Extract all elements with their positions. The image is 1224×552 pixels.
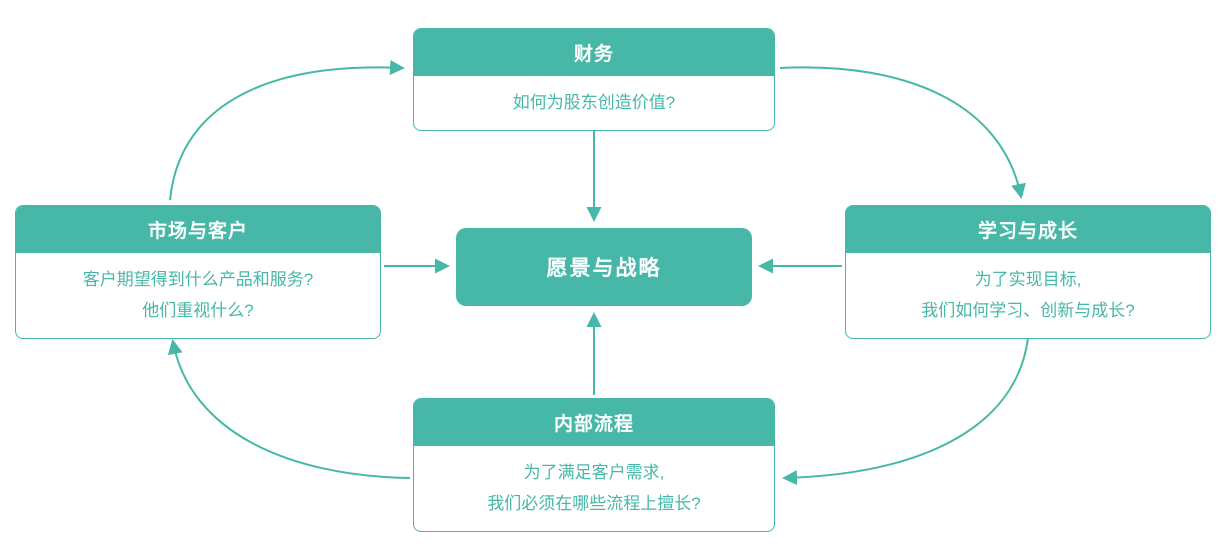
finance-title: 财务 <box>414 29 774 76</box>
market-customers-question: 客户期望得到什么产品和服务? 他们重视什么? <box>16 253 380 338</box>
learning-growth-node: 学习与成长 为了实现目标, 我们如何学习、创新与成长? <box>845 205 1211 339</box>
learning-growth-question: 为了实现目标, 我们如何学习、创新与成长? <box>846 253 1210 338</box>
vision-strategy-title: 愿景与战略 <box>546 257 662 280</box>
internal-process-node: 内部流程 为了满足客户需求, 我们必须在哪些流程上擅长? <box>413 398 775 532</box>
vision-strategy-node: 愿景与战略 <box>456 228 752 306</box>
internal-process-title: 内部流程 <box>414 399 774 446</box>
internal-process-question-line: 我们必须在哪些流程上擅长? <box>487 494 701 513</box>
internal-process-question-line: 为了满足客户需求, <box>523 463 665 482</box>
learning-growth-question-line: 为了实现目标, <box>974 270 1082 289</box>
learning-growth-question-line: 我们如何学习、创新与成长? <box>921 301 1135 320</box>
finance-question-line: 如何为股东创造价值? <box>512 93 676 112</box>
market-customers-question-line: 客户期望得到什么产品和服务? <box>82 270 314 289</box>
internal-process-question: 为了满足客户需求, 我们必须在哪些流程上擅长? <box>414 446 774 531</box>
finance-question: 如何为股东创造价值? <box>414 76 774 130</box>
arrow-left-to-top <box>169 59 405 201</box>
arrow-bottom-to-left <box>167 339 411 479</box>
market-customers-question-line: 他们重视什么? <box>142 301 254 320</box>
finance-node: 财务 如何为股东创造价值? <box>413 28 775 131</box>
arrow-top-to-right <box>779 66 1026 199</box>
arrow-right-to-bottom <box>782 337 1029 486</box>
market-customers-node: 市场与客户 客户期望得到什么产品和服务? 他们重视什么? <box>15 205 381 339</box>
market-customers-title: 市场与客户 <box>16 206 380 253</box>
learning-growth-title: 学习与成长 <box>846 206 1210 253</box>
